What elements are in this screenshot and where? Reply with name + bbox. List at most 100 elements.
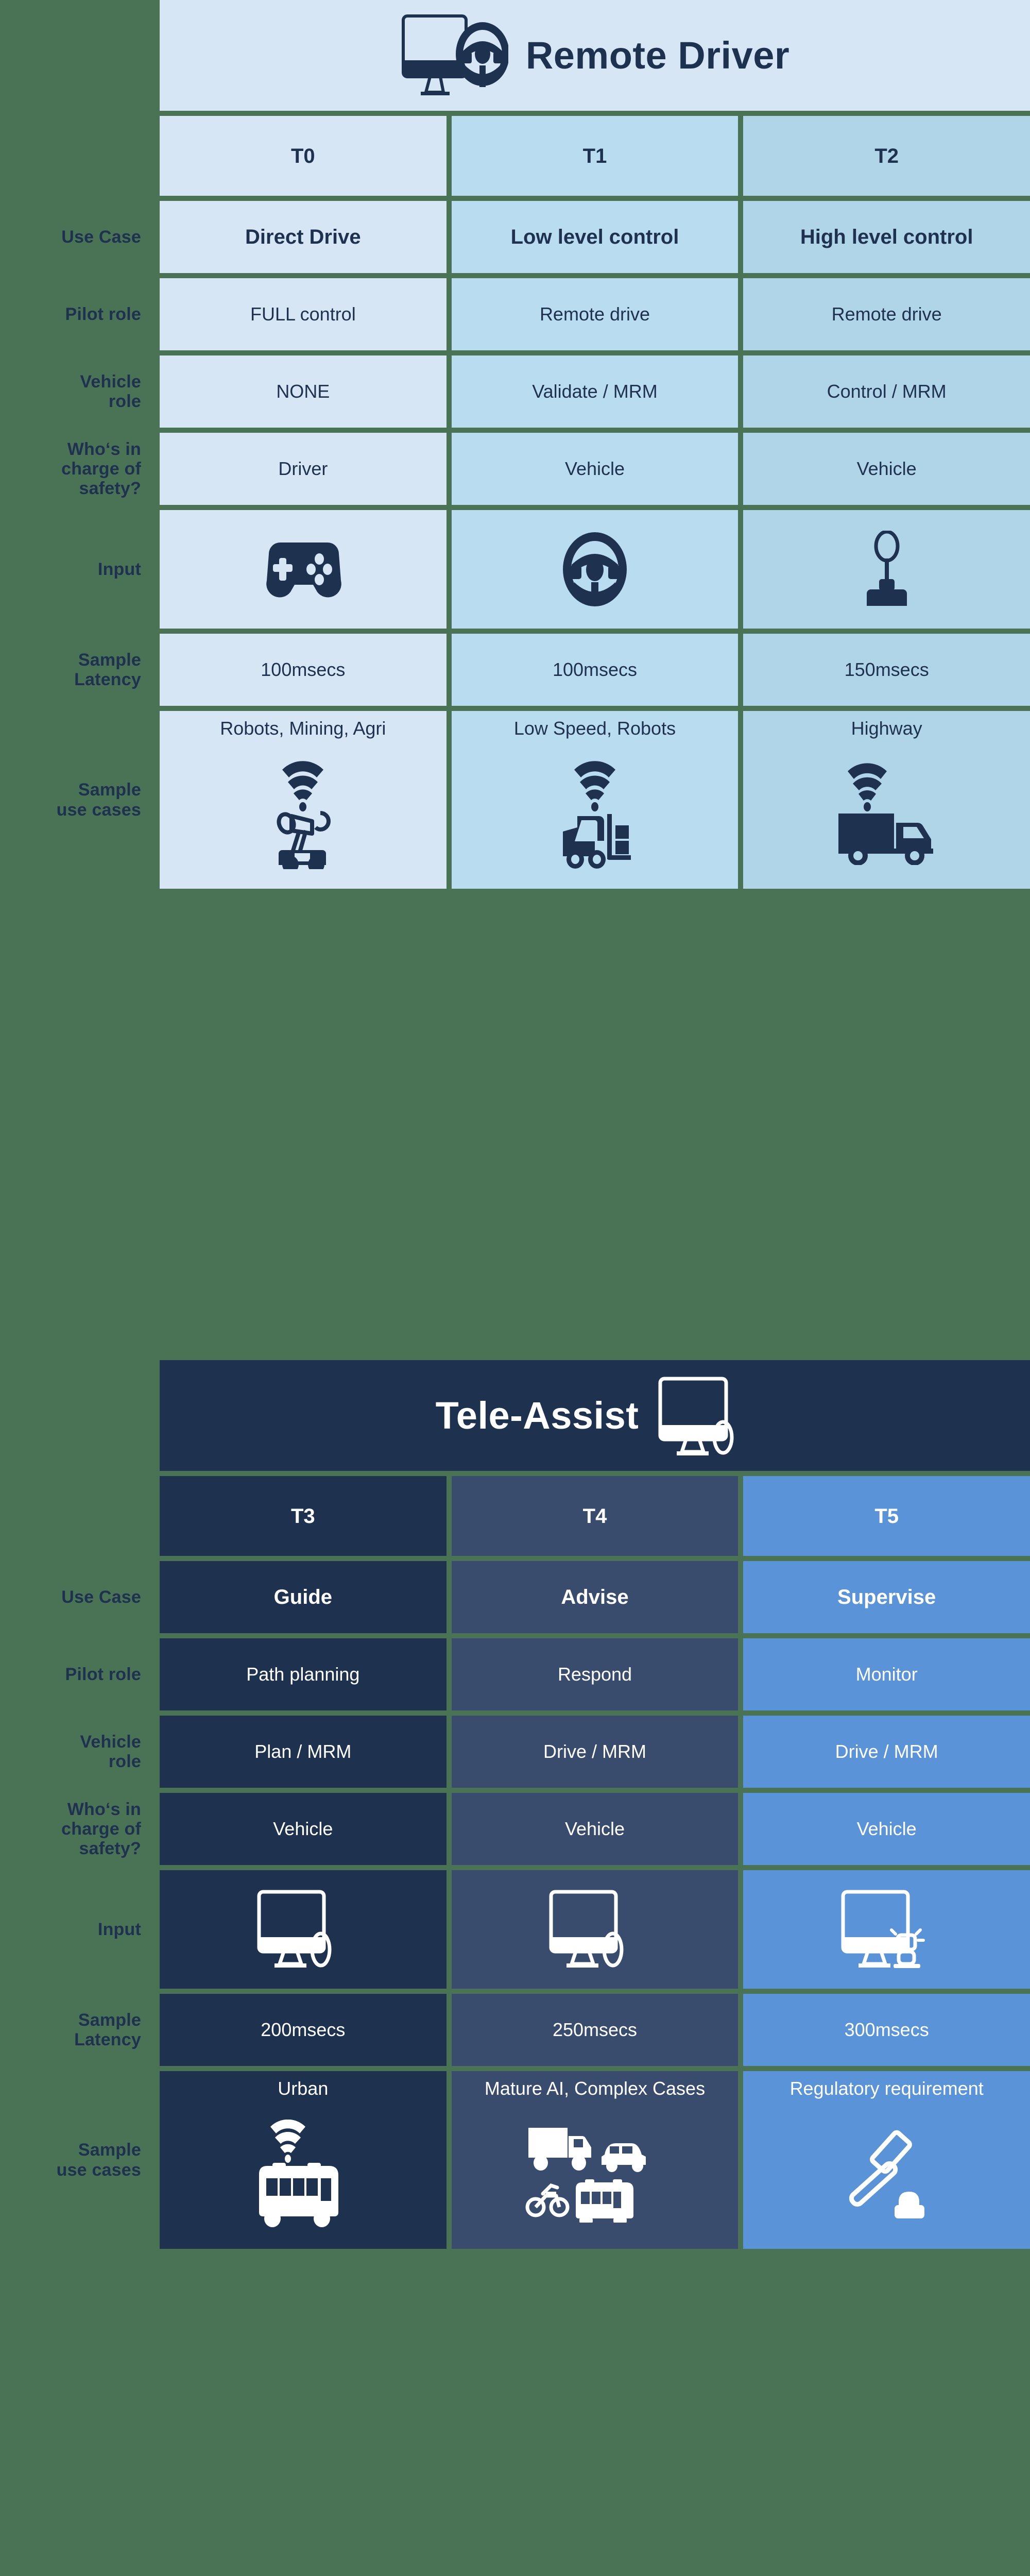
tele-assist-title: Tele-Assist	[435, 1394, 639, 1437]
cell-latency-t1: 100msecs	[451, 634, 739, 706]
cell-pilot-role-t4: Respond	[451, 1638, 739, 1710]
row-label-input: Input	[97, 559, 141, 579]
cell-vehicle-role-t0: NONE	[160, 355, 447, 428]
cell-pilot-role-t5: Monitor	[743, 1638, 1030, 1710]
column-header-t5: T5	[743, 1476, 1030, 1556]
remote-driver-title: Remote Driver	[525, 34, 790, 77]
latency-2-line2: Latency	[74, 2030, 141, 2049]
safety-line3: safety?	[79, 479, 141, 499]
cell-vehicle-role-t3: Plan / MRM	[160, 1716, 447, 1788]
use-cases-text-t1: Low Speed, Robots	[513, 718, 676, 739]
cell-vehicle-role-t5: Drive / MRM	[743, 1716, 1030, 1788]
cell-pilot-role-t3: Path planning	[160, 1638, 447, 1710]
cell-vehicle-role-t1: Validate / MRM	[451, 355, 739, 428]
column-header-t1: T1	[451, 116, 739, 196]
monitor-mouse-icon	[254, 1886, 352, 1973]
gamepad-icon	[262, 533, 344, 605]
cell-latency-t2: 150msecs	[743, 634, 1030, 706]
use-cases-text-t4: Mature AI, Complex Cases	[484, 2078, 706, 2099]
cell-vehicle-role-t4: Drive / MRM	[451, 1716, 739, 1788]
vehicle-role-line1: Vehicle	[80, 371, 141, 392]
cell-use-case-t1: Low level control	[451, 201, 739, 273]
column-header-t3: T3	[160, 1476, 447, 1556]
cell-use-case-t5: Supervise	[743, 1561, 1030, 1633]
vehicle-role-line2: role	[108, 392, 141, 411]
wifi-mobile-robot-arm-icon	[220, 742, 386, 885]
cell-safety-t0: Driver	[160, 433, 447, 505]
cell-latency-t5: 300msecs	[743, 1994, 1030, 2066]
steering-wheel-icon	[559, 531, 631, 608]
safety-2-line1: Who‘s in	[67, 1799, 141, 1819]
tele-assist-banner: Tele-Assist	[160, 1360, 1030, 1471]
joystick-icon	[859, 531, 915, 608]
tele-assist-table: Tele-Assist T3 T4 T5 Use Case Guide Advi…	[0, 1360, 1030, 2249]
column-header-t0: T0	[160, 116, 447, 196]
column-header-t2: T2	[743, 116, 1030, 196]
use-cases-line1: Sample	[78, 780, 141, 800]
cell-use-case-t2: High level control	[743, 201, 1030, 273]
row-label-use-case-2: Use Case	[61, 1587, 141, 1607]
safety-2-line2: charge of	[61, 1819, 141, 1839]
row-label-input-2: Input	[97, 1919, 141, 1939]
use-cases-text-t2: Highway	[851, 718, 922, 739]
cell-input-t5	[743, 1870, 1030, 1989]
use-cases-line2: use cases	[56, 800, 141, 820]
cell-safety-t1: Vehicle	[451, 433, 739, 505]
cell-use-cases-t4: Mature AI, Complex Cases	[451, 2071, 739, 2249]
monitor-mouse-icon	[546, 1886, 644, 1973]
row-label-pilot-role-2: Pilot role	[65, 1664, 141, 1684]
use-cases-2-line1: Sample	[78, 2140, 141, 2160]
cell-pilot-role-t1: Remote drive	[451, 278, 739, 350]
wifi-forklift-icon	[514, 742, 676, 885]
spacer-headers-2	[0, 1476, 154, 1556]
cell-safety-t4: Vehicle	[451, 1793, 739, 1865]
monitor-steering-wheel-icon	[400, 13, 508, 98]
column-header-t4: T4	[451, 1476, 739, 1556]
safety-line2: charge of	[61, 459, 141, 479]
vehicle-role-2-line2: role	[108, 1752, 141, 1771]
spacer-headers	[0, 116, 154, 196]
cell-input-t2	[743, 510, 1030, 629]
cell-use-cases-t3: Urban	[160, 2071, 447, 2249]
remote-driver-banner: Remote Driver	[160, 0, 1030, 111]
remote-driver-table: Remote Driver T0 T1 T2 Use Case Direct D…	[0, 0, 1030, 889]
use-cases-text-t5: Regulatory requirement	[789, 2078, 984, 2099]
latency-line2: Latency	[74, 670, 141, 689]
safety-line1: Who‘s in	[67, 439, 141, 459]
latency-2-line1: Sample	[78, 2010, 141, 2030]
use-cases-text-t3: Urban	[278, 2078, 329, 2099]
safety-2-line3: safety?	[79, 1839, 141, 1859]
cell-use-cases-t0: Robots, Mining, Agri	[160, 711, 447, 889]
cell-use-cases-t2: Highway	[743, 711, 1030, 889]
row-label-use-case: Use Case	[61, 227, 141, 247]
monitor-keyboard-mouse-icon	[838, 1886, 936, 1973]
cell-input-t1	[451, 510, 739, 629]
cell-use-cases-t1: Low Speed, Robots	[451, 711, 739, 889]
cell-latency-t0: 100msecs	[160, 634, 447, 706]
vehicle-role-2-line1: Vehicle	[80, 1732, 141, 1752]
cell-safety-t3: Vehicle	[160, 1793, 447, 1865]
gavel-icon	[790, 2103, 984, 2245]
cell-input-t0	[160, 510, 447, 629]
cell-latency-t3: 200msecs	[160, 1994, 447, 2066]
cell-input-t4	[451, 1870, 739, 1989]
cell-vehicle-role-t2: Control / MRM	[743, 355, 1030, 428]
spacer-banner-2	[0, 1360, 154, 1471]
cell-latency-t4: 250msecs	[451, 1994, 739, 2066]
wifi-truck-icon	[831, 742, 942, 885]
cell-use-case-t4: Advise	[451, 1561, 739, 1633]
cell-use-cases-t5: Regulatory requirement	[743, 2071, 1030, 2249]
use-cases-2-line2: use cases	[56, 2160, 141, 2180]
cell-use-case-t0: Direct Drive	[160, 201, 447, 273]
use-cases-text-t0: Robots, Mining, Agri	[220, 718, 386, 739]
cell-pilot-role-t2: Remote drive	[743, 278, 1030, 350]
mixed-traffic-icon	[485, 2103, 705, 2245]
